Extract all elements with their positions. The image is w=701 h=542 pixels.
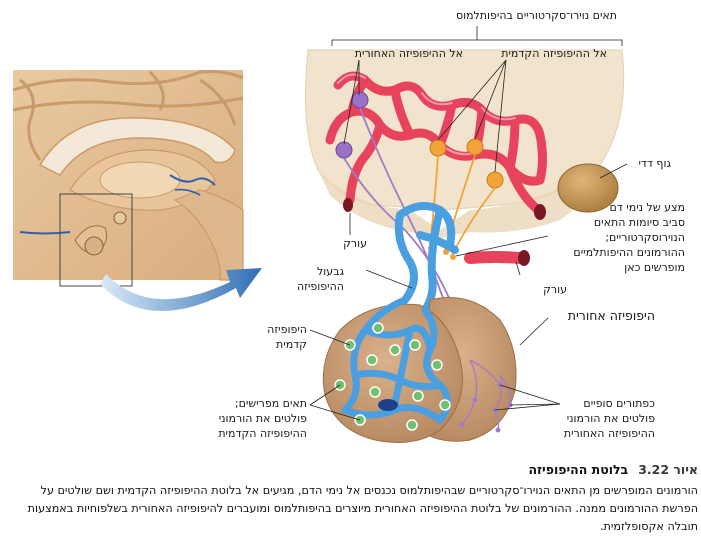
label-to-posterior: אל ההיפופיזה האחורית — [354, 47, 463, 60]
label-mammillary-body: גוף דדי — [638, 157, 671, 170]
capillary-bed-line-4: ההורמונים ההיפותלמיים — [573, 246, 685, 259]
figure-word: איור — [673, 462, 698, 477]
secretory-cells-line-2: פולטים את הורמוני — [218, 412, 307, 425]
figure-number-value: 3.22 — [638, 462, 670, 477]
capillary-bed-line-1: מצע של נימי דם — [609, 201, 685, 214]
figure-caption-body: הורמונים המופרשים מן התאים הנוירו־סקרטור… — [27, 484, 698, 533]
capillary-bed-line-5: מופרשים כאן — [624, 261, 685, 274]
label-capillary-bed: מצע של נימי דם סביב סיומות התאים הנוירוס… — [573, 200, 685, 275]
stalk-line-1: גבעול — [316, 265, 344, 278]
artery-cut-left — [343, 198, 353, 212]
label-posterior-pituitary: היפופיזה אחורית — [567, 308, 655, 323]
capillary-bed-line-2: סביב סיומות התאים — [593, 216, 685, 229]
secretory-cells — [334, 322, 451, 431]
anterior-pituitary-line-2: קדמית — [276, 338, 307, 351]
artery-lower-right — [464, 251, 526, 264]
leader-lines — [309, 26, 628, 421]
terminal-buttons-line-3: ההיפופיזה האחורית — [563, 427, 655, 440]
terminal-buttons-line-2: פולטים את הורמוני — [566, 412, 655, 425]
pointer-arrow — [100, 268, 262, 312]
label-secretory-cells: תאים מפרישים; פולטים את הורמוני ההיפופיז… — [218, 396, 307, 441]
figure-title: בלוטת ההיפופיזה — [528, 462, 629, 477]
artery-cut-upper-right — [534, 204, 546, 220]
secretory-cells-line-1: תאים מפרישים; — [234, 397, 307, 410]
label-anterior-pituitary: היפופיזה קדמית — [267, 322, 307, 352]
label-artery-left: עורק — [343, 237, 367, 250]
label-to-anterior: אל ההיפופיזה הקדמית — [501, 47, 607, 60]
stalk-line-2: ההיפופיזה — [296, 280, 344, 293]
pituitary-illustration — [12, 26, 628, 443]
brain-sagittal-inset — [12, 70, 244, 287]
label-hypothalamic-neurons: תאים נוירו־סקרטוריים בהיפותלמוס — [455, 9, 617, 22]
pituitary-figure: תאים נוירו־סקרטוריים בהיפותלמוס אל ההיפו… — [12, 9, 685, 443]
capillary-bed-line-3: הנוירוסקרטוריים; — [605, 231, 685, 244]
secretory-cells-line-3: ההיפופיזה הקדמית — [218, 427, 307, 440]
terminal-buttons-line-1: כפתורים סופיים — [583, 397, 655, 410]
figure-number: איור 3.22 — [638, 462, 698, 477]
label-artery-right: עורק — [543, 283, 567, 296]
label-terminal-buttons: כפתורים סופיים פולטים את הורמוני ההיפופי… — [564, 396, 655, 441]
anterior-pituitary-line-1: היפופיזה — [267, 323, 307, 336]
label-stalk: גבעול ההיפופיזה — [297, 264, 344, 294]
figure-caption-title: איור 3.22 בלוטת ההיפופיזה — [4, 462, 698, 477]
artery-network — [325, 71, 547, 215]
